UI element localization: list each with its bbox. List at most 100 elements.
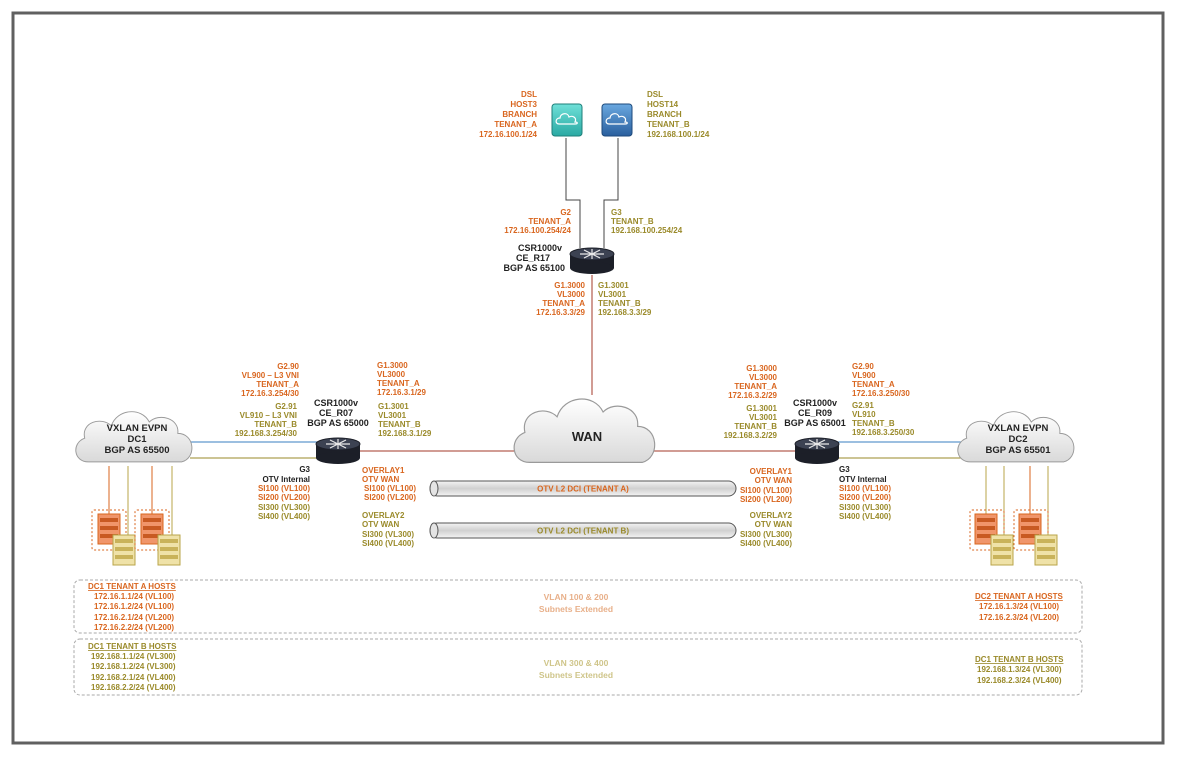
wan-label: WAN bbox=[572, 429, 602, 444]
r09-ov1-line-1: OVERLAY1 bbox=[750, 467, 793, 476]
dc2-line-1: VXLAN EVPN bbox=[988, 423, 1049, 434]
r07-sub-b-line-3: TENANT_B bbox=[378, 420, 421, 429]
router-r17-icon bbox=[569, 247, 615, 275]
vlan-a-line-1: VLAN 100 & 200 bbox=[544, 592, 609, 602]
r17-g2-line-3: 172.16.100.254/24 bbox=[504, 226, 571, 235]
dsl-b-line-4: TENANT_B bbox=[647, 120, 690, 129]
r07-sub-b-line-2: VL3001 bbox=[378, 411, 407, 420]
tunnel-tenant-b: OTV L2 DCI (TENANT B) bbox=[429, 522, 737, 539]
r09-si-a-line-1: SI100 (VL100) bbox=[839, 484, 891, 493]
r07-sub-a-label: G1.3000 VL3000 TENANT_A 172.16.3.1/29 bbox=[377, 361, 426, 397]
r07-si-a-line-2: SI200 (VL200) bbox=[258, 493, 310, 502]
vlan-a-line-2: Subnets Extended bbox=[539, 604, 613, 614]
r07-si-b-line-1: SI300 (VL300) bbox=[258, 503, 310, 512]
dc1-line-2: DC1 bbox=[127, 434, 147, 445]
r07-si-b-line-2: SI400 (VL400) bbox=[258, 512, 310, 521]
r09-g291-line-4: 192.168.3.250/30 bbox=[852, 428, 915, 437]
r09-g291-label: G2.91 VL910 TENANT_B 192.168.3.250/30 bbox=[852, 401, 915, 437]
dc1-server-b2-icon bbox=[157, 534, 181, 566]
r07-sub-a-line-2: VL3000 bbox=[377, 370, 406, 379]
r17-sub-b-line-1: G1.3001 bbox=[598, 281, 629, 290]
dsl-host-b-icon bbox=[601, 103, 633, 137]
r07-sub-a-line-4: 172.16.3.1/29 bbox=[377, 388, 426, 397]
r17-sub-b-label: G1.3001 VL3001 TENANT_B 192.168.3.3/29 bbox=[598, 281, 652, 317]
r17-g3-label: G3 TENANT_B 192.168.100.254/24 bbox=[611, 208, 683, 235]
r09-g3-label: G3 OTV Internal bbox=[839, 465, 887, 484]
r17-g2-line-1: G2 bbox=[560, 208, 571, 217]
r07-g3-label: G3 OTV Internal bbox=[262, 465, 310, 484]
r09-sub-a-line-4: 172.16.3.2/29 bbox=[728, 391, 777, 400]
dc1-tenant-a-host-1: 172.16.1.1/24 (VL100) bbox=[94, 592, 174, 601]
dc2-tenant-b-host-1: 192.168.1.3/24 (VL300) bbox=[977, 665, 1062, 674]
dc1-tenant-b-hosts: DC1 TENANT B HOSTS 192.168.1.1/24 (VL300… bbox=[88, 642, 177, 692]
vlan-100-200-note: VLAN 100 & 200 Subnets Extended bbox=[539, 592, 613, 614]
dc1-tenant-a-title: DC1 TENANT A HOSTS bbox=[88, 582, 177, 591]
r09-sub-a-line-3: TENANT_A bbox=[734, 382, 777, 391]
dsl-a-line-1: DSL bbox=[521, 90, 537, 99]
r07-g290-line-2: VL900 – L3 VNI bbox=[242, 371, 299, 380]
r09-title-line-2: CE_R09 bbox=[798, 408, 832, 418]
router-r07-icon bbox=[315, 437, 361, 465]
r07-ov2-line-2: OTV WAN bbox=[362, 520, 400, 529]
r07-g290-line-1: G2.90 bbox=[277, 362, 299, 371]
r07-si-b-label: SI300 (VL300) SI400 (VL400) bbox=[258, 503, 310, 521]
r17-sub-b-line-2: VL3001 bbox=[598, 290, 627, 299]
dsl-a-label: DSL HOST3 BRANCH TENANT_A 172.16.100.1/2… bbox=[479, 90, 537, 139]
dc2-line-3: BGP AS 65501 bbox=[986, 445, 1052, 456]
r17-sub-a-label: G1.3000 VL3000 TENANT_A 172.16.3.3/29 bbox=[536, 281, 585, 317]
dsl-b-line-3: BRANCH bbox=[647, 110, 682, 119]
r09-sub-a-line-1: G1.3000 bbox=[746, 364, 777, 373]
r09-sub-b-line-4: 192.168.3.2/29 bbox=[724, 431, 778, 440]
r09-overlay1-label: OVERLAY1 OTV WAN SI100 (VL100) SI200 (VL… bbox=[740, 467, 793, 504]
vlan-b-line-2: Subnets Extended bbox=[539, 670, 613, 680]
dc1-line-1: VXLAN EVPN bbox=[107, 423, 168, 434]
dc1-tenant-b-host-3: 192.168.2.1/24 (VL400) bbox=[91, 673, 176, 682]
r09-title-line-3: BGP AS 65001 bbox=[784, 418, 846, 428]
r07-ov2-line-1: OVERLAY2 bbox=[362, 511, 405, 520]
dc1-line-3: BGP AS 65500 bbox=[105, 445, 170, 456]
dc1-tenant-b-host-4: 192.168.2.2/24 (VL400) bbox=[91, 683, 176, 692]
r07-sub-b-line-1: G1.3001 bbox=[378, 402, 409, 411]
r09-g291-line-2: VL910 bbox=[852, 410, 876, 419]
r09-g290-line-4: 172.16.3.250/30 bbox=[852, 389, 910, 398]
dc1-server-b1-icon bbox=[112, 534, 136, 566]
router-r09-icon bbox=[794, 437, 840, 465]
r09-ov2-si-2: SI400 (VL400) bbox=[740, 539, 792, 548]
r17-sub-a-line-2: VL3000 bbox=[557, 290, 586, 299]
r09-g290-label: G2.90 VL900 TENANT_A 172.16.3.250/30 bbox=[852, 362, 910, 398]
dc2-tenant-a-title: DC2 TENANT A HOSTS bbox=[975, 592, 1064, 601]
r09-title-line-1: CSR1000v bbox=[793, 398, 837, 408]
r07-g290-line-3: TENANT_A bbox=[256, 380, 299, 389]
dc2-tenant-a-host-2: 172.16.2.3/24 (VL200) bbox=[979, 613, 1059, 622]
r07-title: CSR1000v CE_R07 BGP AS 65000 bbox=[307, 398, 369, 428]
r07-g291-label: G2.91 VL910 – L3 VNI TENANT_B 192.168.3.… bbox=[235, 402, 298, 438]
dc2-tenant-b-hosts: DC1 TENANT B HOSTS 192.168.1.3/24 (VL300… bbox=[975, 655, 1064, 685]
r07-g291-line-2: VL910 – L3 VNI bbox=[240, 411, 297, 420]
dsl-b-line-1: DSL bbox=[647, 90, 663, 99]
r09-title: CSR1000v CE_R09 BGP AS 65001 bbox=[784, 398, 846, 428]
tunnel-tenant-a: OTV L2 DCI (TENANT A) bbox=[429, 480, 737, 497]
r07-sub-b-line-4: 192.168.3.1/29 bbox=[378, 429, 432, 438]
links bbox=[108, 138, 1049, 535]
dc1-tenant-a-host-2: 172.16.1.2/24 (VL100) bbox=[94, 602, 174, 611]
r07-title-line-3: BGP AS 65000 bbox=[307, 418, 369, 428]
r07-ov1-line-1: OVERLAY1 bbox=[362, 466, 405, 475]
tenant-b-hosts-box bbox=[73, 638, 1083, 696]
r17-sub-b-line-3: TENANT_B bbox=[598, 299, 641, 308]
dc2-tenant-b-host-2: 192.168.2.3/24 (VL400) bbox=[977, 676, 1062, 685]
dsl-host-a-icon bbox=[551, 103, 583, 137]
r17-title-line-3: BGP AS 65100 bbox=[503, 263, 565, 273]
dc2-label: VXLAN EVPN DC2 BGP AS 65501 bbox=[986, 423, 1052, 456]
r07-g3-line-2: OTV Internal bbox=[262, 475, 310, 484]
dsl-a-line-5: 172.16.100.1/24 bbox=[479, 130, 537, 139]
r17-sub-a-line-4: 172.16.3.3/29 bbox=[536, 308, 585, 317]
dc2-server-b2-icon bbox=[1034, 534, 1058, 566]
r07-si-a-label: SI100 (VL100) SI200 (VL200) bbox=[258, 484, 310, 502]
r09-ov1-si-2: SI200 (VL200) bbox=[740, 495, 792, 504]
r07-ov2-si-2: SI400 (VL400) bbox=[362, 539, 414, 548]
r09-sub-b-line-2: VL3001 bbox=[749, 413, 778, 422]
r09-sub-b-line-1: G1.3001 bbox=[746, 404, 777, 413]
r07-ov1-si-2: SI200 (VL200) bbox=[364, 493, 416, 502]
dc1-tenant-a-hosts: DC1 TENANT A HOSTS 172.16.1.1/24 (VL100)… bbox=[88, 582, 177, 632]
r09-ov2-line-1: OVERLAY2 bbox=[750, 511, 793, 520]
